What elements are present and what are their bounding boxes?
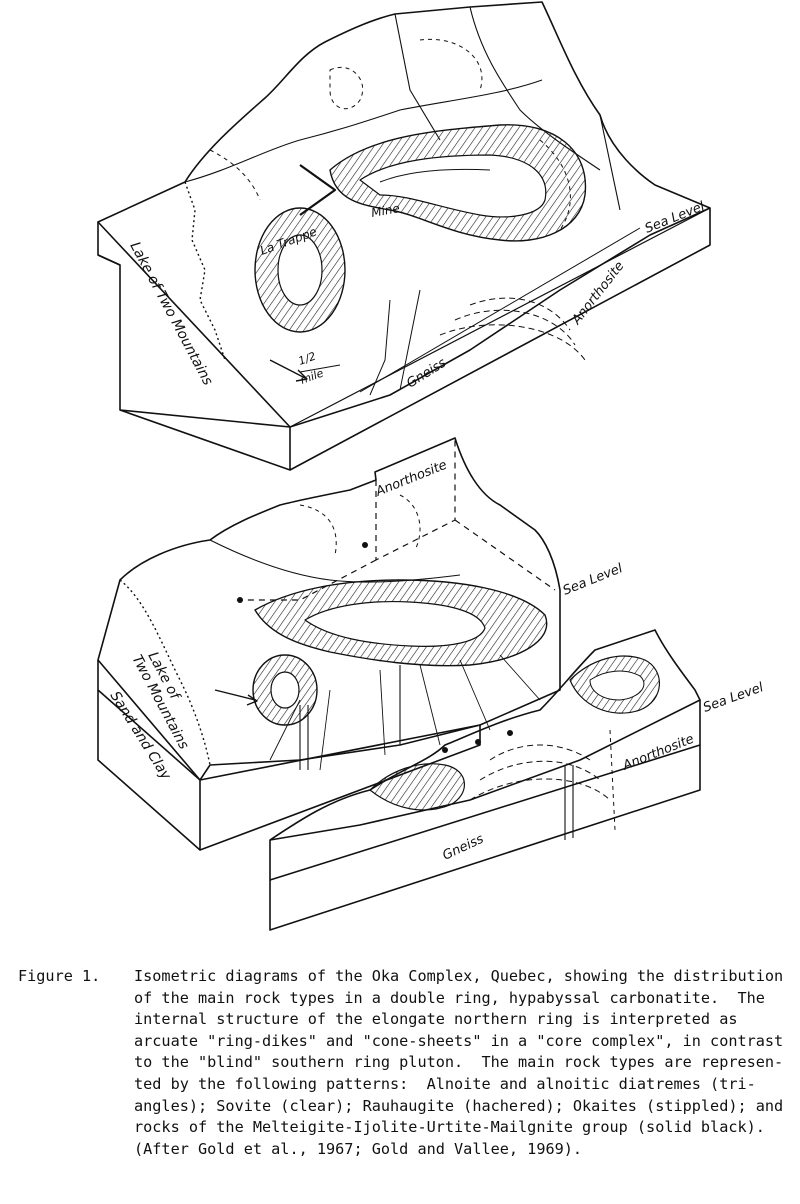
figure-caption: Figure 1. Isometric diagrams of the Oka C… xyxy=(18,966,794,1160)
isometric-block-diagrams: Sea Level Anorthosite Gneiss Lake of Two… xyxy=(97,1,766,931)
label-sea-level-2: Sea Level xyxy=(561,561,625,599)
block-diagram-cross-section-north xyxy=(97,437,561,851)
label-scale-fraction: 1/2 xyxy=(297,350,318,368)
caption-line: arcuate "ring-dikes" and "cone-sheets" i… xyxy=(134,1031,784,1050)
label-sea-level-1: Sea Level xyxy=(643,199,707,237)
label-scale-unit: mile xyxy=(299,366,326,386)
label-lake-of-two-mountains-1: Lake of Two Mountains xyxy=(126,239,215,388)
caption-line: of the main rock types in a double ring,… xyxy=(134,988,765,1007)
caption-line: Isometric diagrams of the Oka Complex, Q… xyxy=(134,967,784,985)
label-anorthosite-3: Anorthosite xyxy=(620,732,696,774)
label-mine: Mine xyxy=(370,201,401,220)
caption-line: to the "blind" southern ring pluton. The… xyxy=(134,1053,784,1072)
caption-line: angles); Sovite (clear); Rauhaugite (hac… xyxy=(134,1096,784,1115)
caption-line: (After Gold et al., 1967; Gold and Valle… xyxy=(134,1139,583,1158)
caption-line: internal structure of the elongate north… xyxy=(134,1010,738,1029)
block-diagram-cross-section-south xyxy=(269,629,701,931)
label-gneiss-1: Gneiss xyxy=(404,356,449,392)
block-diagram-north xyxy=(97,1,711,471)
caption-line: rocks of the Melteigite-Ijolite-Urtite-M… xyxy=(134,1118,765,1137)
caption-line: ted by the following patterns: Alnoite a… xyxy=(134,1074,756,1093)
label-anorthosite-2: Anorthosite xyxy=(373,458,449,500)
figure-number: Figure 1. xyxy=(18,967,101,985)
label-sea-level-3: Sea Level xyxy=(701,680,766,716)
label-gneiss-2: Gneiss xyxy=(440,832,486,864)
